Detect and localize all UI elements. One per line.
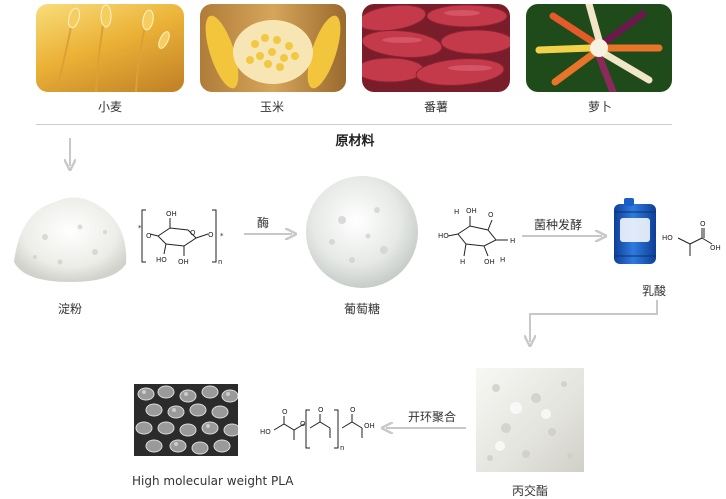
corn-label: 玉米 (259, 100, 284, 114)
lactide-label: 丙交酯 (511, 484, 548, 498)
svg-text:*: * (220, 232, 224, 240)
svg-text:O: O (488, 211, 494, 219)
wheat-image (36, 4, 184, 92)
svg-text:HO: HO (260, 428, 271, 436)
arrow-to-lactide (530, 300, 658, 342)
svg-text:OH: OH (466, 207, 477, 215)
svg-text:OH: OH (364, 422, 375, 430)
carrot-image (526, 4, 672, 92)
svg-text:n: n (340, 444, 344, 452)
svg-text:n: n (218, 258, 222, 266)
starch-label: 淀粉 (57, 302, 82, 316)
pla-pellets-image (134, 384, 238, 456)
svg-text:OH: OH (484, 258, 495, 266)
svg-text:HO: HO (156, 256, 167, 264)
pla-label: High molecular weight PLA (132, 474, 294, 488)
carrot-label: 萝卜 (587, 100, 612, 114)
glucose-powder-image (302, 170, 422, 296)
corn-image (200, 4, 346, 92)
svg-text:O: O (700, 220, 706, 228)
wheat-label: 小麦 (97, 100, 122, 114)
section-divider (36, 124, 672, 125)
svg-text:O: O (282, 408, 288, 416)
svg-text:H: H (460, 258, 465, 266)
pla-structure: HO O O O n O OH (260, 404, 376, 458)
svg-text:O: O (350, 406, 356, 414)
lactic-acid-label: 乳酸 (641, 284, 666, 298)
lactic-acid-structure: HO O OH (660, 216, 722, 272)
glucose-structure: H OH O HO H H OH H (438, 204, 522, 272)
svg-text:H: H (500, 256, 505, 264)
svg-text:HO: HO (662, 234, 673, 242)
svg-text:O: O (300, 420, 306, 428)
svg-text:O: O (318, 406, 324, 414)
svg-text:O: O (146, 232, 152, 240)
polymerization-label: 开环聚合 (407, 410, 456, 424)
svg-text:O: O (208, 231, 214, 239)
svg-text:*: * (138, 224, 142, 232)
svg-text:OH: OH (178, 258, 189, 266)
enzyme-label: 酶 (256, 216, 269, 230)
raw-materials-heading: 原材料 (335, 134, 375, 149)
sweet-potato-label: 番薯 (423, 100, 448, 114)
glucose-label: 葡萄糖 (343, 302, 380, 316)
svg-text:OH: OH (166, 210, 177, 218)
svg-text:HO: HO (438, 232, 449, 240)
starch-structure: * O OH O O * OH HO n (136, 204, 232, 272)
fermentation-label: 菌种发酵 (533, 218, 582, 232)
sweet-potato-image (362, 4, 510, 92)
svg-text:OH: OH (710, 244, 721, 252)
svg-text:H: H (510, 237, 515, 245)
starch-powder-image (10, 182, 130, 292)
svg-text:O: O (190, 229, 196, 237)
lactide-powder-image (476, 368, 584, 472)
svg-text:H: H (454, 208, 459, 216)
lactic-acid-drum-image (610, 198, 660, 266)
